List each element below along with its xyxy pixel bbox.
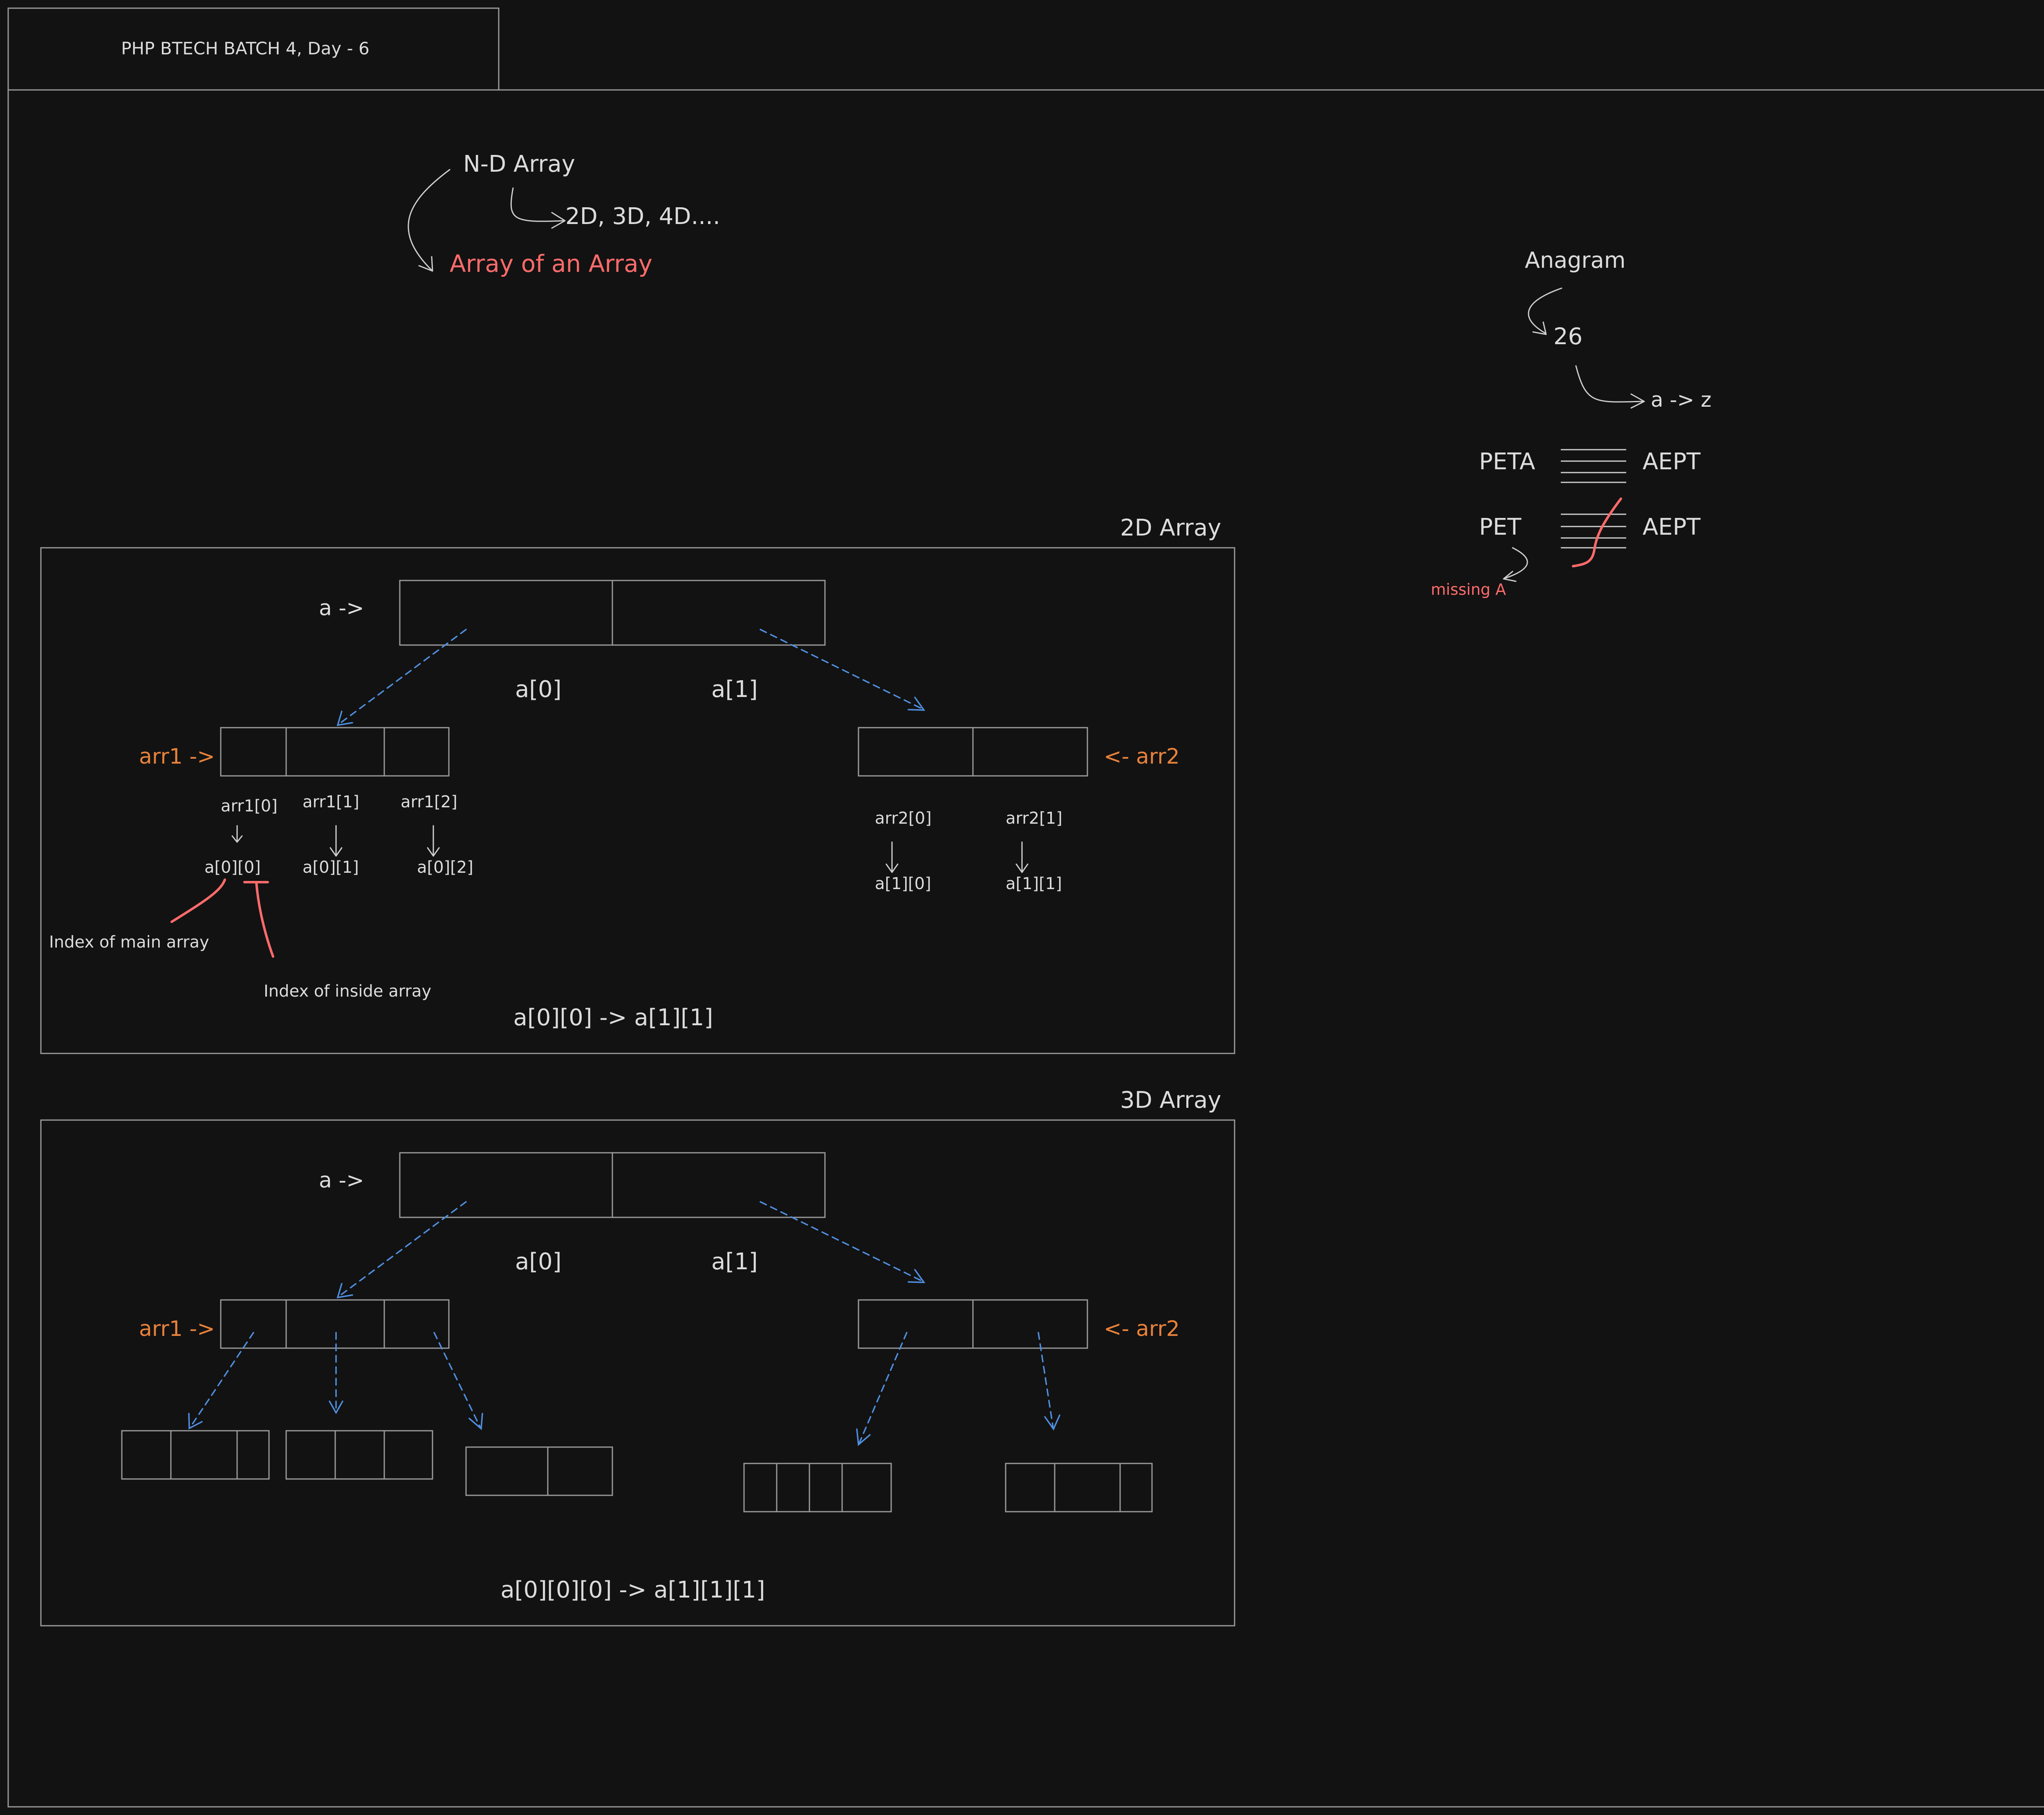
pointer-head xyxy=(329,1400,343,1414)
anagram-note: missing A xyxy=(1431,580,1506,598)
sub-array-box xyxy=(1005,1463,1153,1512)
arrow-to-26 xyxy=(1528,287,1562,334)
index-main-label: Index of main array xyxy=(49,933,209,952)
arr2-label: <- arr2 xyxy=(1104,1317,1180,1341)
sub-array-box xyxy=(743,1463,892,1512)
anagram-row1-right: AEPT xyxy=(1643,448,1701,475)
anagram-row2-right: AEPT xyxy=(1643,514,1701,540)
array-2d-range: a[0][0] -> a[1][1] xyxy=(513,1004,713,1031)
not-equal-slash xyxy=(1572,497,1622,567)
pointer-to-sub-array xyxy=(433,1332,481,1428)
a-label: a -> xyxy=(319,596,364,621)
array-2d-title: 2D Array xyxy=(1120,515,1221,541)
down-arrow xyxy=(1015,841,1029,873)
arr2-1-label: arr2[1] xyxy=(1006,809,1062,828)
arrow-to-missing xyxy=(1504,547,1528,579)
nd-array-definition: Array of an Array xyxy=(450,250,652,278)
pointer-head xyxy=(1044,1414,1060,1431)
pointer-head xyxy=(188,1413,203,1430)
a10-label: a[1][0] xyxy=(875,874,931,893)
pointer-to-arr1-head xyxy=(336,1283,353,1299)
nd-array-dims: 2D, 3D, 4D.... xyxy=(565,203,720,230)
pointer-to-arr2 xyxy=(760,1201,924,1282)
pointer-to-arr1-head xyxy=(336,710,353,726)
anagram-row2-left: PET xyxy=(1479,514,1522,540)
pointer-to-arr2-head xyxy=(908,697,926,711)
arr1-label: arr1 -> xyxy=(139,744,215,769)
pointer-head xyxy=(468,1413,483,1430)
a02-label: a[0][2] xyxy=(417,858,473,877)
down-arrow xyxy=(231,825,243,843)
pointer-to-arr2-head xyxy=(908,1269,926,1283)
arr1-0-label: arr1[0] xyxy=(221,797,278,816)
pointer-to-arr1 xyxy=(338,1201,467,1297)
anagram-count: 26 xyxy=(1553,323,1582,350)
arrow-to-range-head xyxy=(1630,393,1645,409)
pointer-to-arr2 xyxy=(760,629,924,710)
arrow-to-missing-head xyxy=(1503,571,1517,582)
down-arrow xyxy=(427,825,440,857)
pointer-to-arr1 xyxy=(338,629,467,725)
array-3d-frame xyxy=(40,1119,1235,1627)
nd-array-notes: N-D Array 2D, 3D, 4D.... Array of an Arr… xyxy=(408,151,720,278)
down-arrow xyxy=(885,841,899,873)
pointer-to-sub-array xyxy=(189,1332,254,1428)
anagram-notes: Anagram 26 a -> z PETA AEPT PET AEPT mis… xyxy=(1431,247,1712,598)
a1-label: a[1] xyxy=(711,1248,758,1275)
index-main-pointer xyxy=(170,878,226,923)
array-2d-frame xyxy=(40,547,1235,1054)
arrow-to-dims xyxy=(510,187,565,222)
arr2-0-label: arr2[0] xyxy=(875,809,932,828)
arr1-label: arr1 -> xyxy=(139,1317,215,1341)
down-arrow xyxy=(329,825,343,857)
index-inside-label: Index of inside array xyxy=(264,982,431,1001)
anagram-row1-left: PETA xyxy=(1479,448,1535,475)
arr1-box xyxy=(220,1299,450,1349)
arr2-label: <- arr2 xyxy=(1104,744,1180,769)
arrow-to-26-head xyxy=(1532,321,1547,335)
arrow-to-dims-head xyxy=(551,212,566,229)
nd-array-title: N-D Array xyxy=(463,151,575,177)
pointer-head xyxy=(856,1428,871,1446)
main-frame xyxy=(7,89,2044,1808)
a11-label: a[1][1] xyxy=(1006,874,1062,893)
sub-array-box xyxy=(121,1430,270,1480)
a0-label: a[0] xyxy=(515,1248,562,1275)
anagram-title: Anagram xyxy=(1525,247,1625,273)
a1-label: a[1] xyxy=(711,676,758,703)
pointer-to-sub-array xyxy=(1038,1332,1054,1428)
array-3d-range: a[0][0][0] -> a[1][1][1] xyxy=(500,1577,765,1603)
arr1-box xyxy=(220,727,450,777)
a01-label: a[0][1] xyxy=(303,858,359,877)
a-label: a -> xyxy=(319,1168,364,1193)
sub-array-box xyxy=(285,1430,433,1480)
anagram-range: a -> z xyxy=(1651,388,1712,412)
arr1-1-label: arr1[1] xyxy=(303,793,359,811)
pointer-to-sub-array xyxy=(858,1332,908,1444)
sub-array-box xyxy=(465,1446,613,1496)
arrow-to-range xyxy=(1575,365,1644,403)
a00-label: a[0][0] xyxy=(204,858,261,877)
arr1-2-label: arr1[2] xyxy=(401,793,457,811)
index-inside-pointer xyxy=(243,881,274,958)
array-3d-title: 3D Array xyxy=(1120,1087,1221,1114)
a0-label: a[0] xyxy=(515,676,562,703)
arrow-to-definition xyxy=(408,169,450,271)
arrow-to-definition-head xyxy=(418,256,433,272)
array-3d-section: 3D Array a -> a[0] a[1] arr1 -> <- arr2 xyxy=(40,1087,1235,1627)
array-2d-section: 2D Array a -> a[0] a[1] arr1 -> <- arr2 … xyxy=(40,515,1235,1054)
page-title: PHP BTECH BATCH 4, Day - 6 xyxy=(121,38,370,58)
